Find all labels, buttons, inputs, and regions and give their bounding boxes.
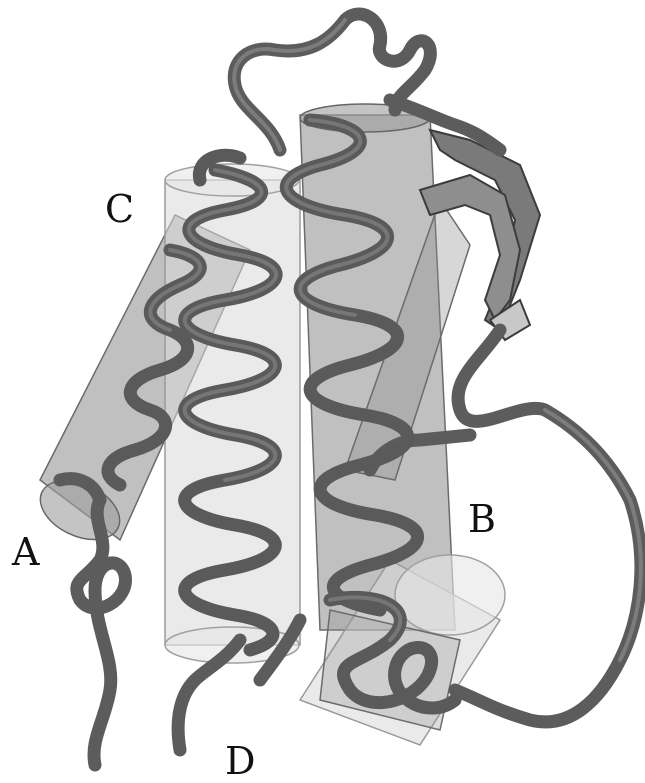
label-helix-b: B	[468, 500, 496, 538]
label-helix-d: D	[225, 742, 255, 780]
label-helix-c: C	[105, 190, 134, 228]
label-helix-a: A	[12, 533, 39, 571]
